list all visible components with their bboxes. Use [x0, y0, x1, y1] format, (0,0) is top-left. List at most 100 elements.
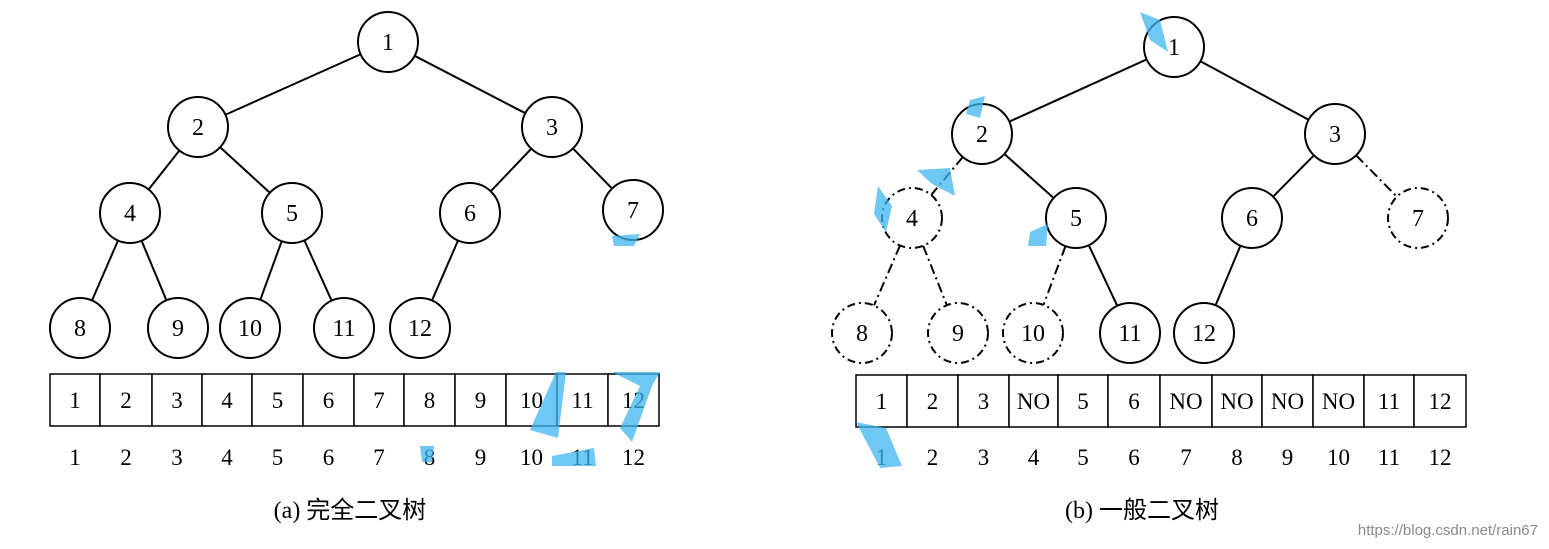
node-circle [1002, 302, 1064, 364]
array-cell-value: 2 [927, 389, 939, 414]
array-cell [403, 373, 456, 427]
node-label: 12 [408, 316, 432, 342]
tree-node-5: 5 [1045, 187, 1107, 249]
node-circle [99, 182, 161, 244]
array-index-label: 7 [1180, 445, 1192, 470]
tree-node-5: 5 [261, 182, 323, 244]
node-label: 9 [172, 316, 184, 342]
array-index-label: 2 [927, 445, 939, 470]
node-circle [1173, 302, 1235, 364]
array-index-label: 7 [373, 445, 385, 470]
node-circle [521, 96, 583, 158]
node-label: 11 [332, 316, 355, 342]
tree-node-12: 12 [389, 297, 451, 359]
node-circle [219, 297, 281, 359]
tree-node-7: 7 [1387, 187, 1449, 249]
array-cell-value: 11 [571, 388, 593, 413]
edge-2-5 [219, 146, 271, 194]
node-circle [831, 302, 893, 364]
array-cell [1211, 374, 1263, 428]
node-label: 10 [238, 316, 262, 342]
diagram-caption: (a) 完全二叉树 [274, 497, 427, 524]
tree-node-7: 7 [602, 179, 664, 241]
edge-5-10 [259, 240, 283, 301]
array-cell [99, 373, 153, 427]
array-index-label: 6 [1128, 445, 1140, 470]
edge-6-12 [431, 240, 459, 301]
node-label: 3 [546, 115, 558, 141]
node-label: 4 [124, 201, 136, 227]
edge-3-6 [489, 148, 533, 192]
node-circle [167, 96, 229, 158]
array-cell-value: 1 [69, 388, 81, 413]
node-label: 6 [464, 201, 476, 227]
node-label: 10 [1021, 321, 1045, 347]
array-cell [855, 374, 908, 428]
node-circle [927, 302, 989, 364]
tree-node-11: 11 [313, 297, 375, 359]
node-label: 6 [1246, 206, 1258, 232]
array-cell [1413, 374, 1467, 428]
tree-node-4: 4 [99, 182, 161, 244]
node-circle [1304, 103, 1366, 165]
array-cell [49, 373, 101, 427]
array-cell-value: NO [1220, 389, 1253, 414]
node-circle [389, 297, 451, 359]
array-cell-value: 2 [120, 388, 132, 413]
array-index-label: 10 [1327, 445, 1350, 470]
node-label: 9 [952, 321, 964, 347]
tree-node-4: 4 [881, 187, 943, 249]
array-cell [454, 373, 507, 427]
array-cell-value: 6 [1128, 389, 1140, 414]
node-circle [147, 297, 209, 359]
node-circle [261, 182, 323, 244]
array-cell-value: 1 [876, 389, 888, 414]
node-label: 7 [1412, 206, 1424, 232]
node-circle [49, 297, 111, 359]
node-circle [1221, 187, 1283, 249]
node-label: 11 [1118, 321, 1141, 347]
array-index-label: 2 [120, 445, 132, 470]
array-cell [201, 373, 253, 427]
array-cell-value: NO [1271, 389, 1304, 414]
edge-4-9 [140, 240, 168, 301]
highlight-smears [420, 12, 1168, 468]
node-circle [357, 11, 419, 73]
array-index-label: 11 [1378, 445, 1400, 470]
node-label: 2 [192, 115, 204, 141]
tree-edges [91, 53, 613, 302]
array-cell [353, 373, 405, 427]
array-index-label: 8 [1231, 445, 1243, 470]
node-label: 8 [856, 321, 868, 347]
array-cell-value: 9 [475, 388, 487, 413]
edge-1-3 [414, 54, 526, 115]
tree-node-6: 6 [1221, 187, 1283, 249]
array-cell [957, 374, 1010, 428]
tree-node-8: 8 [831, 302, 893, 364]
edge-1-2 [224, 53, 362, 116]
array-index-label: 4 [221, 445, 233, 470]
array-cell-value: 7 [373, 388, 385, 413]
edge-6-12 [1214, 245, 1242, 306]
edge-4-8 [91, 240, 119, 301]
node-circle [439, 182, 501, 244]
tree-node-2: 2 [951, 103, 1013, 165]
edge-1-2 [1008, 58, 1148, 123]
array-index-label: 9 [1282, 445, 1294, 470]
array-cell-value: 12 [1429, 389, 1452, 414]
array-cell [151, 373, 203, 427]
edge-4-8 [873, 245, 901, 306]
edge-2-4 [147, 149, 181, 191]
edge-2-5 [1003, 153, 1055, 199]
tree-node-10: 10 [1002, 302, 1064, 364]
array-index-label: 3 [978, 445, 990, 470]
array-index-label: 5 [1077, 445, 1089, 470]
array-cell [1261, 374, 1314, 428]
edge-3-6 [1272, 154, 1315, 198]
